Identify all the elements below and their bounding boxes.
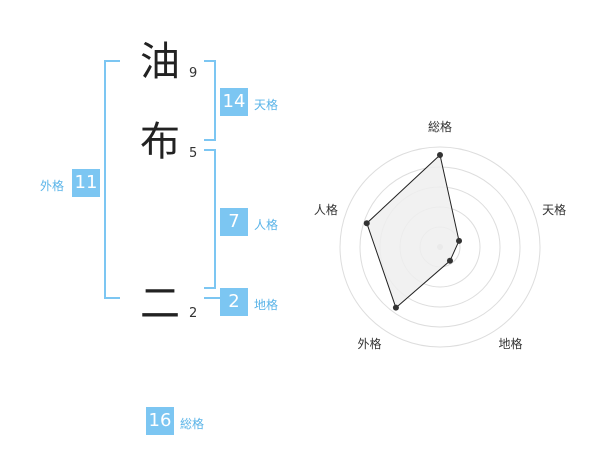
gaikaku-bracket-bottom [104,297,120,299]
name-char-1: 油 [140,39,180,85]
soukaku-label: 総格 [180,417,205,431]
tenkaku-bracket-vertical [214,60,216,141]
name-char-3-strokes: 2 [189,306,198,321]
name-char-2: 布 [140,119,180,165]
radar-axis-label-4: 人格 [314,202,338,217]
radar-point-1 [456,237,463,244]
radar-point-3 [392,304,399,311]
radar-point-2 [446,257,453,264]
gaikaku-badge: 11 [72,169,100,197]
radar-axis-label-2: 地格 [498,336,522,351]
gaikaku-bracket-vertical [104,60,106,299]
jinkaku-badge: 7 [220,208,248,236]
name-char-2-strokes: 5 [189,146,198,161]
gaikaku-bracket-top [104,60,120,62]
radar-axis-label-0: 総格 [428,119,452,134]
soukaku-badge: 16 [146,407,174,435]
jinkaku-bracket-bottom [204,287,216,289]
name-char-3: 二 [140,281,180,327]
jinkaku-bracket-top [204,149,216,151]
radar-axis-label-1: 天格 [542,202,566,217]
name-char-1-strokes: 9 [189,66,198,81]
radar-axis-label-3: 外格 [357,336,381,351]
jinkaku-label: 人格 [254,218,279,232]
radar-ring-5 [339,146,541,348]
gaikaku-label: 外格 [40,179,65,193]
chikaku-connector [204,297,220,299]
tenkaku-badge: 14 [220,88,248,116]
radar-point-4 [363,220,370,227]
radar-data-area [366,154,460,309]
radar-points [363,152,463,311]
jinkaku-bracket-vertical [214,149,216,289]
tenkaku-bracket-bottom [204,139,216,141]
tenkaku-label: 天格 [254,98,279,112]
tenkaku-bracket-top [204,60,216,62]
chikaku-label: 地格 [254,298,279,312]
radar-point-0 [437,152,443,158]
chikaku-badge: 2 [220,288,248,316]
